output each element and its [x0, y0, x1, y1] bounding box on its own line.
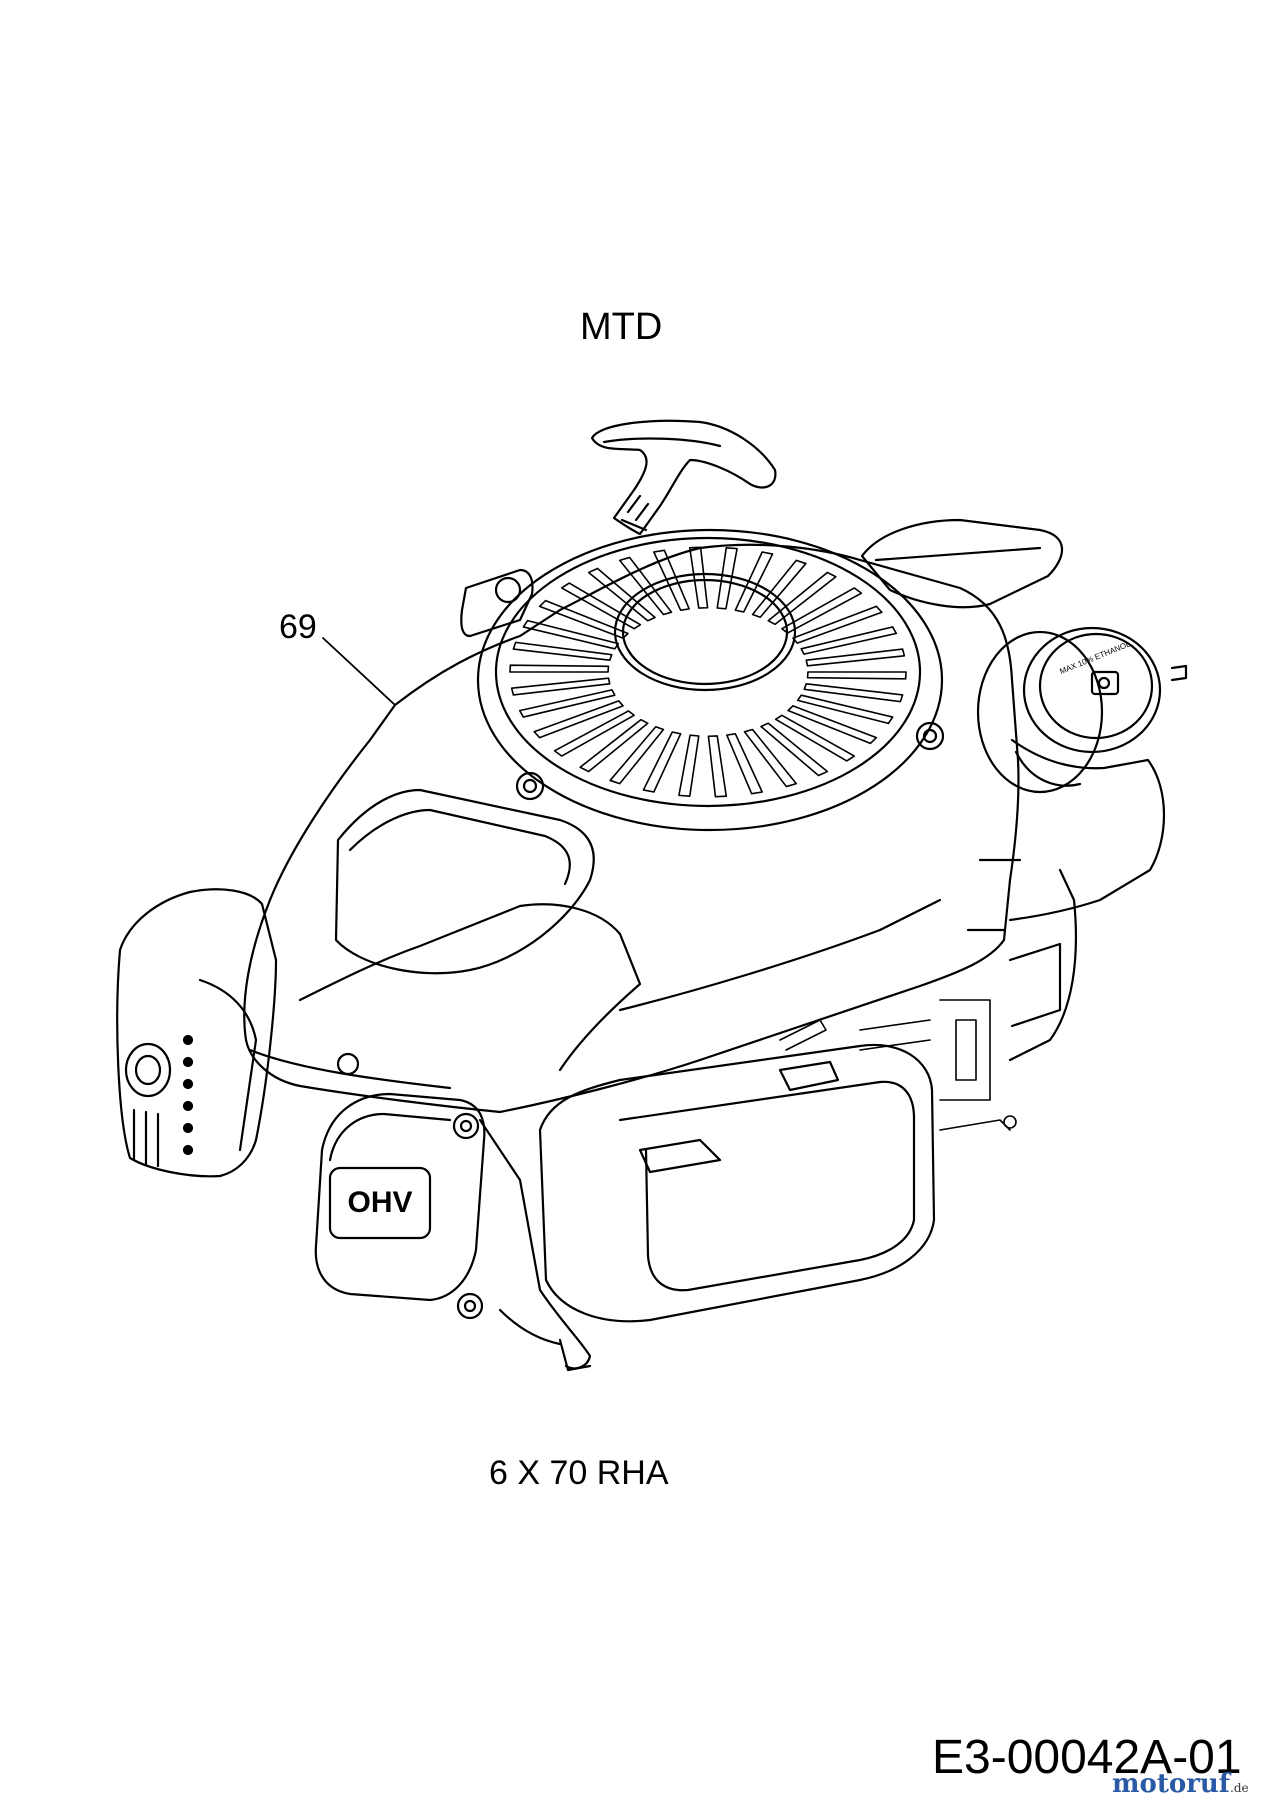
vent-slot	[805, 648, 906, 667]
vent-slot	[800, 626, 898, 655]
valve-cover: OHV	[314, 1052, 486, 1320]
vent-slot	[734, 551, 774, 613]
vent-slot	[522, 619, 620, 650]
vent-slot	[678, 734, 700, 798]
muffler	[116, 888, 278, 1178]
vent-slot	[560, 582, 642, 630]
fuel-cap-text: MAX 10% ETHANOL	[1058, 639, 1132, 676]
watermark-tld: .de	[1230, 1781, 1249, 1795]
top-pad	[860, 518, 1064, 609]
drawing-code: E3-00042A-01	[932, 1731, 1242, 1784]
muffler-hole	[182, 1100, 194, 1112]
starter-vents	[509, 546, 907, 798]
air-filter	[538, 1043, 936, 1323]
ohv-badge-text: OHV	[347, 1186, 412, 1219]
muffler-hole	[182, 1122, 194, 1134]
vent-slot	[792, 605, 883, 644]
vent-slot	[609, 725, 665, 785]
recoil-starter	[476, 528, 944, 832]
muffler-hole	[182, 1056, 194, 1068]
crankcase	[478, 1118, 592, 1372]
vent-slot	[716, 546, 738, 610]
vent-slot	[767, 571, 837, 626]
vent-slot	[796, 694, 894, 725]
vent-slot	[760, 722, 829, 777]
vent-slot	[518, 689, 616, 718]
watermark-logo: motoruf.de	[1112, 1769, 1249, 1799]
vent-slot	[743, 728, 798, 788]
vent-slot	[512, 641, 613, 661]
vent-slot	[707, 735, 728, 798]
vent-slot	[653, 549, 690, 611]
callout-69-label[interactable]: 69	[279, 608, 317, 646]
vent-slot	[553, 710, 635, 757]
muffler-hole	[182, 1144, 194, 1156]
vent-slot	[781, 587, 863, 634]
muffler-holes	[182, 1034, 194, 1156]
throttle-linkage	[779, 999, 1017, 1131]
muffler-hole	[182, 1034, 194, 1046]
starter-handle	[590, 419, 777, 536]
vent-slot	[533, 700, 624, 739]
watermark-name: motoruf	[1112, 1769, 1230, 1799]
vent-slot	[751, 559, 807, 619]
vent-slot	[806, 671, 907, 680]
shroud-tab	[460, 568, 534, 638]
brand-label: MTD	[580, 306, 663, 348]
vent-slot	[642, 731, 682, 793]
engine-shroud	[243, 543, 1022, 1114]
callout-69-leader	[322, 637, 396, 706]
vent-slot	[509, 664, 610, 673]
vent-slot	[787, 705, 878, 745]
vent-slot	[510, 677, 611, 696]
vent-slot	[587, 567, 656, 622]
engine-spec-label: 6 X 70 RHA	[489, 1454, 669, 1492]
vent-slot	[726, 733, 763, 795]
fuel-tank	[1008, 738, 1166, 1062]
vent-slot	[538, 599, 629, 639]
starter-bolts	[494, 576, 945, 801]
vent-slot	[803, 683, 904, 703]
vent-slot	[774, 714, 856, 762]
muffler-hole	[182, 1078, 194, 1090]
vent-slot	[579, 718, 649, 773]
vent-slot	[688, 546, 709, 609]
vent-slot	[618, 556, 673, 616]
